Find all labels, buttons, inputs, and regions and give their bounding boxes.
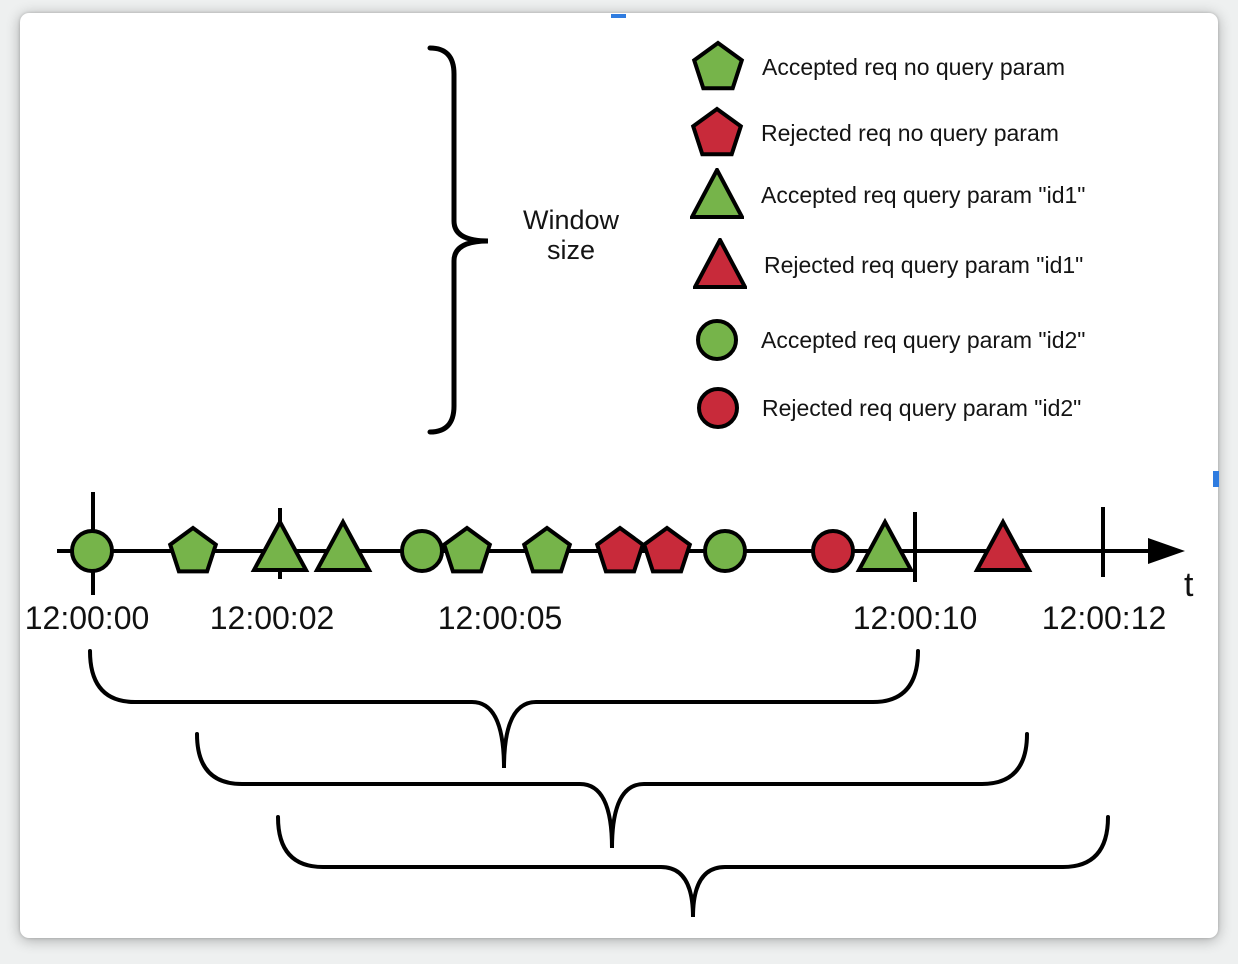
event-accepted-triangle xyxy=(855,517,915,572)
red-circle-icon xyxy=(697,387,739,429)
window-size-label: Window size xyxy=(522,205,620,266)
event-accepted-pentagon xyxy=(167,525,219,574)
event-accepted-circle xyxy=(400,529,444,573)
event-accepted-triangle xyxy=(250,517,310,572)
green-triangle-icon xyxy=(690,168,744,219)
legend-item: Accepted req query param "id2" xyxy=(690,313,1085,367)
green-pentagon-icon xyxy=(691,40,745,91)
green-circle-icon xyxy=(696,319,738,361)
legend-item-label: Rejected req query param "id1" xyxy=(764,251,1084,278)
event-rejected-circle xyxy=(811,529,855,573)
event-accepted-circle xyxy=(703,529,747,573)
time-label: 12:00:00 xyxy=(24,600,150,636)
red-pentagon-icon xyxy=(690,106,744,157)
event-rejected-pentagon xyxy=(641,525,693,574)
time-label: 12:00:02 xyxy=(209,600,335,636)
red-triangle-icon xyxy=(693,238,747,289)
event-accepted-circle xyxy=(70,529,114,573)
legend-item: Accepted req no query param xyxy=(691,40,1065,94)
event-rejected-pentagon xyxy=(594,525,646,574)
event-accepted-triangle xyxy=(313,517,373,572)
legend-item-label: Accepted req no query param xyxy=(762,53,1066,80)
event-accepted-pentagon xyxy=(521,525,573,574)
legend-item-label: Rejected req no query param xyxy=(761,119,1059,146)
drawing-card xyxy=(20,13,1218,938)
event-accepted-pentagon xyxy=(441,525,493,574)
sliding-window-brace xyxy=(276,815,1110,918)
legend-item: Accepted req query param "id1" xyxy=(690,168,1085,222)
legend-item: Rejected req query param "id2" xyxy=(691,381,1081,435)
legend-item-label: Accepted req query param "id1" xyxy=(761,181,1086,208)
event-rejected-triangle xyxy=(973,517,1033,572)
legend-item: Rejected req no query param xyxy=(690,106,1059,160)
axis-t-label: t xyxy=(1184,566,1194,604)
axis-arrowhead xyxy=(1148,538,1185,564)
time-label: 12:00:12 xyxy=(1041,600,1167,636)
window-size-brace xyxy=(427,45,489,435)
time-label: 12:00:10 xyxy=(852,600,978,636)
legend-item-label: Accepted req query param "id2" xyxy=(761,326,1086,353)
legend-item-label: Rejected req query param "id2" xyxy=(762,394,1082,421)
selection-handle xyxy=(1213,471,1219,487)
legend-item: Rejected req query param "id1" xyxy=(693,238,1083,292)
time-label: 12:00:05 xyxy=(437,600,563,636)
selection-handle xyxy=(611,14,626,18)
sliding-window-brace xyxy=(88,649,920,769)
sliding-window-brace xyxy=(195,732,1029,849)
